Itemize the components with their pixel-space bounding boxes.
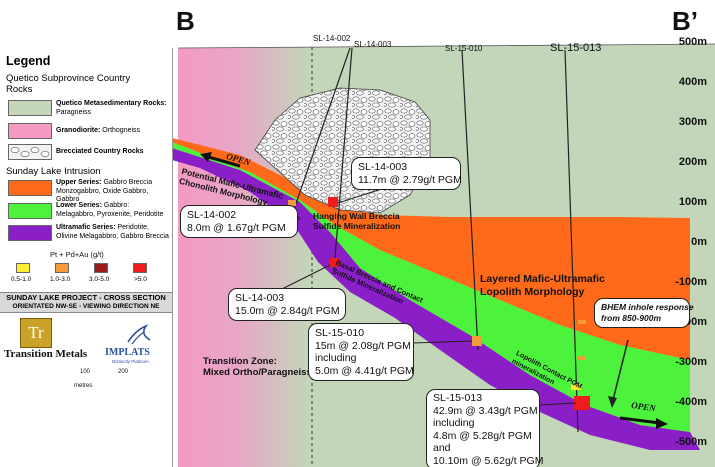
drillhole-sl-15-013 — [564, 49, 579, 433]
depth-label: -500m — [675, 436, 707, 448]
legend-item-granodiorite: Granodiorite: Orthogneiss — [56, 127, 141, 134]
open-arrow-upper — [204, 154, 241, 168]
grade-swatch — [55, 263, 69, 273]
project-title: SUNDAY LAKE PROJECT - CROSS SECTION — [0, 292, 172, 303]
legend-swatch-breccia — [8, 144, 52, 160]
depth-label: -100m — [675, 276, 707, 288]
intercept-mark — [578, 320, 586, 324]
transition-metals-logo-icon: Tr — [20, 318, 52, 348]
callout-leader — [611, 339, 629, 405]
open-arrow-head — [200, 152, 212, 162]
depth-label: 100m — [678, 196, 707, 208]
grade-swatch — [133, 263, 147, 273]
lower-series-unit — [172, 142, 690, 432]
intercept-mark — [472, 336, 482, 346]
depth-label: -300m — [675, 356, 707, 368]
legend-swatch-upper-series — [8, 180, 52, 196]
grade-label: >5.0 — [134, 276, 147, 283]
depth-label: 0m — [691, 236, 707, 248]
hanging-wall-label: Hanging Wall Breccia Sulfide Mineralizat… — [313, 211, 401, 231]
depth-label: 400m — [678, 76, 707, 88]
section-label-end: B’ — [672, 6, 698, 36]
intercept-callout: SL-15-010 15m @ 2.08g/t PGM including 5.… — [308, 323, 414, 381]
grade-swatch — [94, 263, 108, 273]
hole-label: SL-14-003 — [354, 40, 392, 49]
drillhole-sl-15-010 — [461, 49, 479, 351]
intercept-mark — [571, 384, 581, 390]
upper-series-unit — [172, 138, 690, 360]
callout-leader — [539, 402, 577, 406]
drillhole-sl-14-002 — [291, 47, 351, 216]
legend-panel: Legend Quetico Subprovince Country Rocks… — [0, 48, 173, 467]
legend-swatch-metasediment — [8, 100, 52, 116]
layered-lopolith-label: Layered Mafic-Ultramafic Lopolith Morpho… — [480, 273, 605, 298]
hole-label: SL-15-013 — [550, 42, 602, 54]
depth-label: 200m — [678, 156, 707, 168]
intercept-callout: SL-14-003 11.7m @ 2.79g/t PGM — [351, 157, 462, 190]
depth-label: 300m — [678, 116, 707, 128]
transition-metals-logo-text: Transition Metals — [4, 348, 88, 360]
depth-label: -400m — [675, 396, 707, 408]
hole-label: SL-14-002 — [313, 34, 351, 43]
intercept-callout: SL-15-013 42.9m @ 3.43g/t PGM including … — [426, 389, 543, 467]
legend-swatch-ultramafic-series — [8, 225, 52, 241]
legend-group-heading: Quetico Subprovince Country Rocks — [6, 73, 131, 95]
implats-logo-text: IMPLATS — [105, 347, 150, 358]
legend-swatch-granodiorite — [8, 123, 52, 139]
open-arrow-head — [656, 418, 668, 429]
legend-item-metasediment: Quetico Metasedimentary Rocks: Paragneis… — [56, 100, 167, 116]
legend-group-heading: Sunday Lake Intrusion — [6, 166, 101, 177]
hole-label: SL-15-010 — [445, 44, 483, 53]
intercept-callout: SL-14-003 15.0m @ 2.84g/t PGM — [228, 288, 346, 321]
orientation-note: ORIENTATED NW-SE - VIEWING DIRECTION NE — [0, 302, 172, 313]
scale-tick: 100 — [80, 369, 91, 375]
drillhole-sl-14-003 — [333, 47, 353, 271]
legend-item-upper-series: Upper Series: Gabbro Breccia Monzogabbro… — [56, 179, 153, 203]
grade-swatch — [16, 263, 30, 273]
open-arrow-lower — [619, 416, 661, 425]
intercept-mark — [330, 258, 339, 267]
legend-item-lower-series: Lower Series: Gabbro: Melagabbro, Pyroxe… — [56, 202, 164, 218]
legend-item-ultramafic-series: Ultramafic Series: Peridotite, Olivine M… — [56, 224, 169, 240]
intercept-callout: SL-14-002 8.0m @ 1.67g/t PGM — [180, 205, 298, 238]
grade-legend-title: Pt + Pd+Au (g/t) — [50, 250, 104, 259]
callout-leader — [412, 340, 473, 344]
legend-item-breccia: Brecciated Country Rocks — [56, 148, 144, 155]
ultramafic-unit — [172, 148, 700, 450]
bhem-callout: BHEM inhole response from 850-900m — [594, 298, 694, 328]
callout-leader — [279, 264, 331, 291]
legend-title: Legend — [6, 54, 51, 68]
grade-label: 3.0-5.0 — [89, 276, 110, 283]
intercept-mark — [328, 197, 338, 207]
callout-leader-head — [608, 396, 617, 408]
intercept-mark — [288, 200, 296, 206]
breccia-swatch-icon — [9, 145, 51, 159]
transition-zone-label: Transition Zone: Mixed Ortho/Paragneiss — [203, 356, 312, 378]
scale-unit: metres — [74, 383, 93, 389]
grade-label: 1.0-3.0 — [50, 276, 71, 283]
legend-swatch-lower-series — [8, 203, 52, 219]
implats-logo-tagline: Distinctly Platinum — [112, 359, 149, 364]
intercept-mark — [578, 356, 586, 360]
impala-logo-icon — [127, 324, 151, 345]
scale-tick: 200 — [118, 369, 129, 375]
grade-label: 0.5-1.0 — [11, 276, 32, 283]
intercept-mark — [574, 396, 590, 410]
section-label-start: B — [176, 6, 195, 36]
depth-label: 500m — [678, 36, 707, 48]
